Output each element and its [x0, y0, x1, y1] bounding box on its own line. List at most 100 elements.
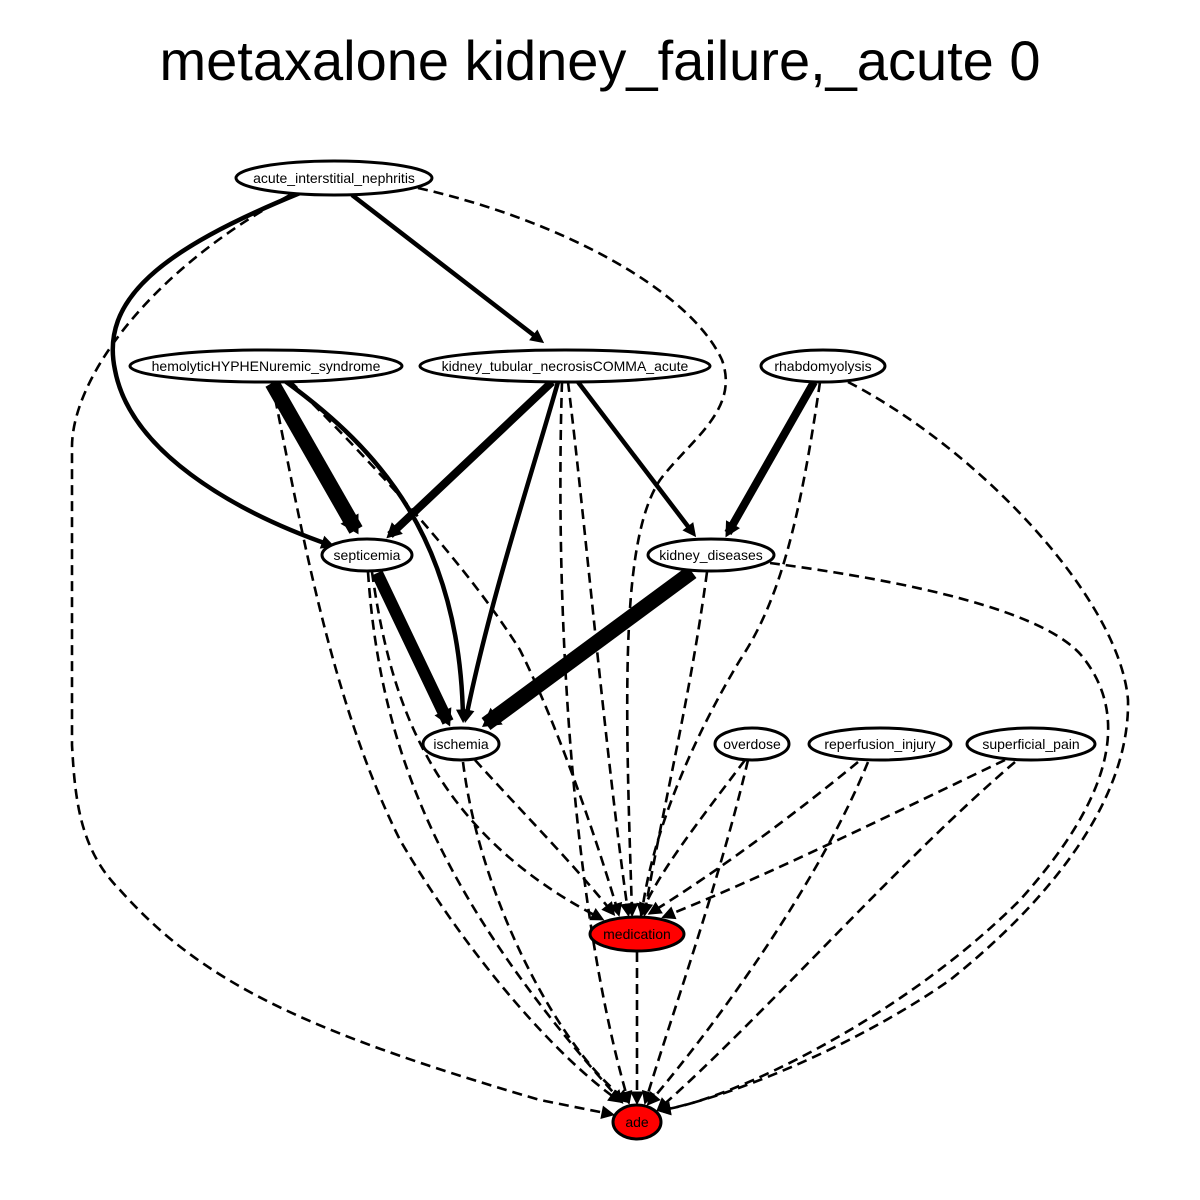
node-medication[interactable]: medication [588, 915, 686, 953]
node-ellipse [128, 348, 404, 384]
node-label: acute_interstitial_nephritis [253, 170, 415, 186]
edge-line [643, 571, 709, 913]
edge-septicemia-to-ischemia [371, 570, 454, 727]
arrowhead [529, 329, 545, 344]
edge-line [659, 761, 1016, 1109]
edge-line [289, 380, 620, 913]
edge-line [371, 570, 454, 725]
arrowhead [615, 1089, 630, 1104]
edge-ischemia-to-medication [474, 759, 616, 916]
arrowhead [656, 1097, 671, 1112]
edge-line [110, 190, 331, 548]
node-label: overdose [723, 736, 781, 752]
graph-title: metaxalone kidney_failure,_acute 0 [159, 29, 1041, 92]
edge-line [283, 379, 466, 719]
edge-line [661, 561, 1110, 1112]
edge-line [481, 565, 697, 731]
edge-line [649, 761, 870, 1103]
edge-line [651, 760, 859, 914]
node-label: kidney_diseases [659, 547, 763, 563]
node-ellipse [807, 726, 953, 762]
edge-line [559, 381, 630, 1101]
edge-kidney_diseases-to-ade [656, 561, 1110, 1116]
arrowhead [661, 906, 677, 920]
arrowhead [481, 707, 503, 728]
edge-acute_interstitial_nephritis-to-ade [70, 193, 615, 1119]
node-ellipse [611, 1103, 663, 1141]
edges-layer [70, 186, 1130, 1119]
node-reperfusion-injury[interactable]: reperfusion_injury [807, 726, 953, 762]
edge-septicemia-to-medication [370, 571, 605, 921]
node-ellipse [713, 726, 791, 762]
edge-line [474, 759, 614, 913]
edge-ktn-to-septicemia [386, 379, 555, 539]
node-rhabdomyolysis[interactable]: rhabdomyolysis [759, 348, 887, 384]
edge-ischemia-to-ade [461, 761, 630, 1104]
edge-hus-to-medication [289, 380, 623, 917]
node-ade[interactable]: ade [611, 1103, 663, 1141]
edge-line [640, 759, 747, 913]
edge-line [417, 186, 728, 913]
edge-reperfusion_injury-to-medication [647, 760, 859, 915]
node-ellipse [759, 348, 887, 384]
edge-line [265, 379, 363, 534]
edge-line [644, 759, 750, 1101]
edge-line [461, 761, 627, 1102]
edge-hus-to-septicemia [265, 379, 363, 535]
arrowhead [639, 901, 652, 917]
node-label: reperfusion_injury [824, 736, 935, 752]
edge-line [387, 379, 555, 538]
arrowhead [620, 902, 634, 918]
arrowhead [647, 901, 663, 915]
edge-acute_interstitial_nephritis-to-ktn [350, 193, 545, 344]
node-label: hemolyticHYPHENuremic_syndrome [152, 358, 381, 374]
node-ellipse [320, 537, 414, 573]
node-superficial-pain[interactable]: superficial_pain [965, 726, 1097, 762]
node-overdose[interactable]: overdose [713, 726, 791, 762]
arrowhead [461, 708, 475, 723]
node-label: kidney_tubular_necrosisCOMMA_acute [442, 358, 689, 374]
arrowhead [630, 1091, 644, 1106]
arrowhead [725, 520, 740, 538]
node-label: superficial_pain [982, 736, 1079, 752]
arrowhead [340, 513, 359, 535]
edge-line [350, 193, 542, 342]
arrowhead [589, 908, 605, 921]
edge-overdose-to-medication [639, 759, 747, 917]
edge-reperfusion_injury-to-ade [646, 761, 870, 1106]
edge-line [463, 381, 561, 719]
arrowhead [646, 1091, 661, 1106]
edge-line [366, 571, 621, 1101]
node-label: ade [625, 1114, 649, 1130]
edge-line [661, 380, 1130, 1112]
arrowhead [386, 522, 403, 539]
edge-kidney_diseases-to-ischemia [481, 565, 697, 731]
edge-rhabdomyolysis-to-medication [636, 381, 822, 918]
node-ischemia[interactable]: ischemia [421, 726, 501, 762]
arrowhead [434, 707, 452, 727]
edge-ktn-to-ischemia [461, 381, 561, 723]
node-ellipse [421, 726, 501, 762]
node-hus[interactable]: hemolyticHYPHENuremic_syndrome [128, 348, 404, 384]
edge-line [640, 381, 822, 913]
arrowhead [601, 901, 616, 916]
node-septicemia[interactable]: septicemia [320, 537, 414, 573]
node-label: rhabdomyolysis [774, 358, 871, 374]
edge-medication-to-ade [630, 952, 644, 1106]
node-kidney-diseases[interactable]: kidney_diseases [646, 537, 776, 573]
edge-line [665, 758, 1006, 918]
node-ellipse [646, 537, 776, 573]
edge-ktn-to-kidney_diseases [576, 380, 697, 538]
node-ellipse [965, 726, 1097, 762]
edge-line [724, 380, 818, 535]
node-ellipse [234, 159, 434, 197]
node-acute-interstitial-nephritis[interactable]: acute_interstitial_nephritis [234, 159, 434, 197]
node-ktn[interactable]: kidney_tubular_necrosisCOMMA_acute [418, 348, 712, 384]
arrowhead [682, 522, 697, 538]
edge-superficial_pain-to-ade [656, 761, 1016, 1112]
arrowhead [600, 1105, 615, 1119]
edge-line [370, 571, 601, 920]
nodes-layer: acute_interstitial_nephritis hemolyticHYP… [128, 159, 1097, 1141]
node-label: ischemia [433, 736, 488, 752]
